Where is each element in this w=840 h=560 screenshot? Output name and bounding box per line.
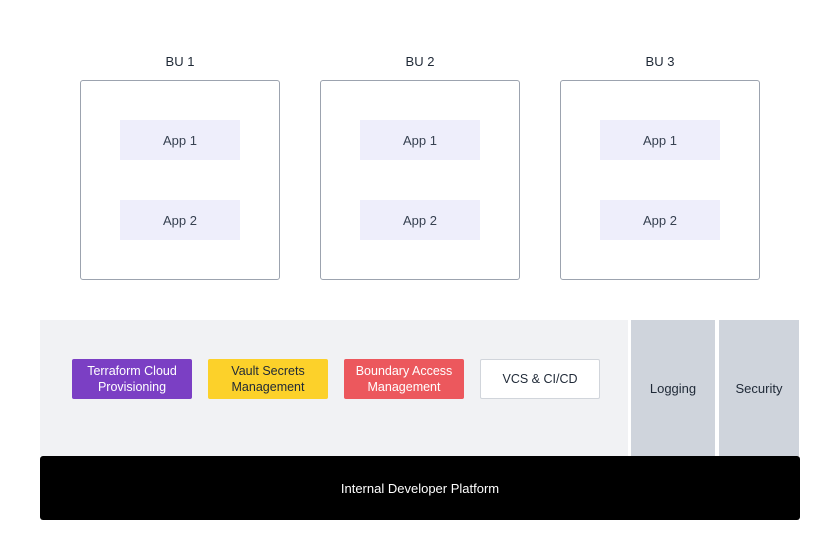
tool-terraform: Terraform Cloud Provisioning — [72, 359, 192, 399]
logging-block: Logging — [631, 320, 715, 456]
tool-vault: Vault Secrets Management — [208, 359, 328, 399]
bu-3-title: BU 3 — [645, 54, 675, 69]
security-block: Security — [719, 320, 799, 456]
bu-2-app-2: App 2 — [360, 200, 480, 240]
bu-2-title: BU 2 — [405, 54, 435, 69]
tool-boundary: Boundary Access Management — [344, 359, 464, 399]
tool-vcs-cicd: VCS & CI/CD — [480, 359, 600, 399]
bu-2-box: App 1 App 2 — [320, 80, 520, 280]
bu-3-box: App 1 App 2 — [560, 80, 760, 280]
bu-1-title: BU 1 — [165, 54, 195, 69]
bu-2-app-1: App 1 — [360, 120, 480, 160]
bu-3-app-1: App 1 — [600, 120, 720, 160]
internal-developer-platform-bar: Internal Developer Platform — [40, 456, 800, 520]
bu-1-app-1: App 1 — [120, 120, 240, 160]
bu-1-app-2: App 2 — [120, 200, 240, 240]
bu-1-box: App 1 App 2 — [80, 80, 280, 280]
bu-3-app-2: App 2 — [600, 200, 720, 240]
